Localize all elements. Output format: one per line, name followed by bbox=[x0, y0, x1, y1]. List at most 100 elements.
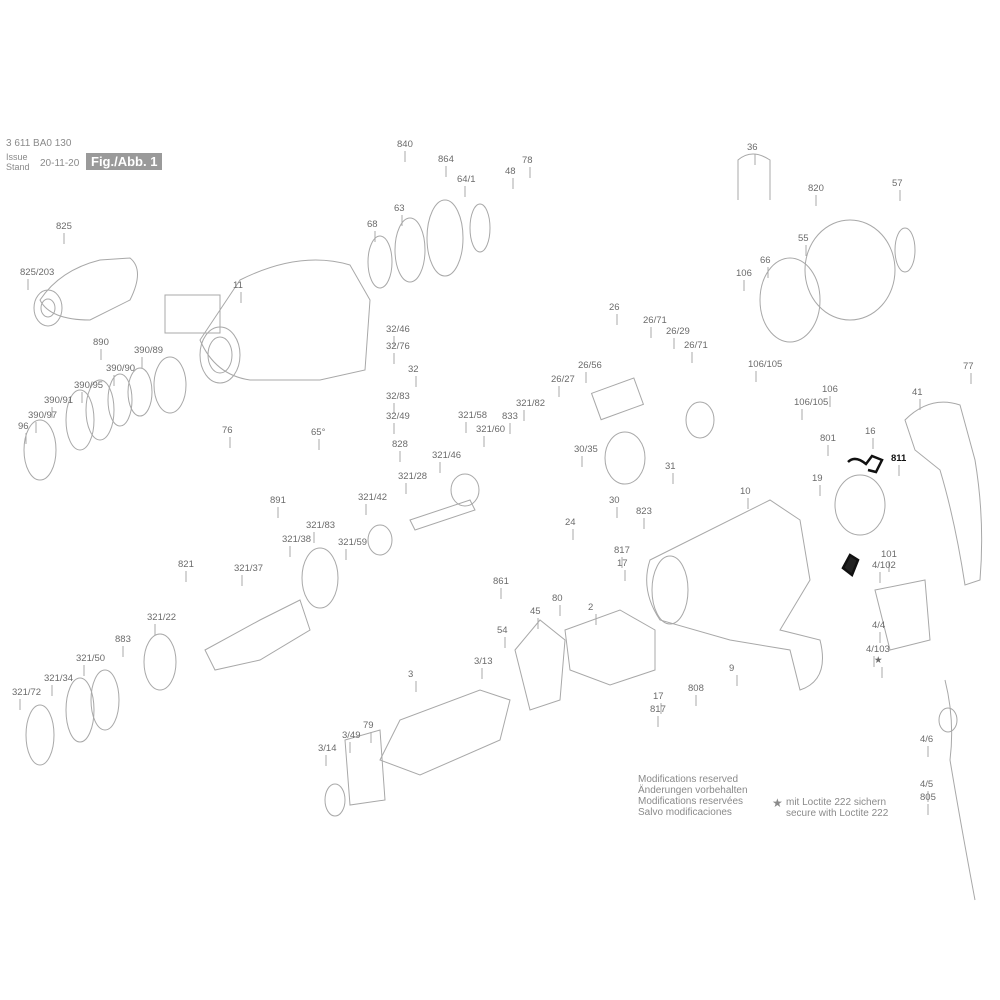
part-label: 321/34 bbox=[44, 673, 74, 684]
part-label: 321/82 bbox=[516, 398, 546, 409]
part-label: 321/42 bbox=[358, 492, 388, 503]
part-label: 4/102 bbox=[872, 560, 896, 571]
part-label: 41 bbox=[912, 387, 923, 398]
issue-label: Issue Stand bbox=[6, 152, 30, 172]
part-label: 828 bbox=[392, 439, 408, 450]
part-label: 890 bbox=[93, 337, 109, 348]
part-label: 321/59 bbox=[338, 537, 368, 548]
part-label: 4/103 bbox=[866, 644, 890, 655]
part-label: 321/60 bbox=[476, 424, 506, 435]
part-label: 63 bbox=[394, 203, 405, 214]
part-label: 390/97 bbox=[28, 410, 58, 421]
part-label: 32/83 bbox=[386, 391, 410, 402]
part-label: 101 bbox=[881, 549, 897, 560]
handle bbox=[904, 401, 983, 901]
part-label: 3/14 bbox=[318, 743, 337, 754]
ring-set bbox=[23, 199, 491, 481]
gear-housing bbox=[153, 259, 371, 414]
part-label: 808 bbox=[688, 683, 704, 694]
part-label: 823 bbox=[636, 506, 652, 517]
part-label: 4/6 bbox=[920, 734, 934, 745]
part-label: 77 bbox=[963, 361, 974, 372]
part-label: 76 bbox=[222, 425, 233, 436]
part-label: 26 bbox=[609, 302, 620, 313]
part-label: 833 bbox=[502, 411, 518, 422]
part-label: 825 bbox=[56, 221, 72, 232]
loctite-line: mit Loctite 222 sichern bbox=[786, 797, 887, 808]
part-label: 30/35 bbox=[574, 444, 598, 455]
part-label: 48 bbox=[505, 166, 516, 177]
part-label: 55 bbox=[798, 233, 809, 244]
part-label: 840 bbox=[397, 139, 413, 150]
mod-line: Salvo modificaciones bbox=[638, 807, 732, 818]
part-label: 10 bbox=[740, 486, 751, 497]
part-label: 390/95 bbox=[74, 380, 104, 391]
highlighted-part-811 bbox=[841, 454, 884, 578]
part-label: 26/27 bbox=[551, 374, 575, 385]
part-label: 390/89 bbox=[134, 345, 164, 356]
mod-line: Modifications reservées bbox=[638, 796, 744, 807]
chuck-assembly bbox=[33, 257, 138, 327]
document-number: 3 611 BA0 130 bbox=[6, 138, 72, 149]
part-label: 26/29 bbox=[666, 326, 690, 337]
mod-line: Modifications reserved bbox=[638, 774, 739, 785]
part-label: 17 bbox=[617, 558, 628, 569]
part-label: 321/28 bbox=[398, 471, 428, 482]
part-label: 32 bbox=[408, 364, 419, 375]
part-label: 45 bbox=[530, 606, 541, 617]
part-label: 321/83 bbox=[306, 520, 336, 531]
part-label: 4/5 bbox=[920, 779, 934, 790]
part-label: 321/58 bbox=[458, 410, 488, 421]
gearbox-parts bbox=[25, 153, 931, 766]
figure-label: Fig./Abb. 1 bbox=[86, 153, 163, 170]
part-label: 31 bbox=[665, 461, 676, 472]
motor-housing bbox=[646, 499, 823, 691]
part-label: 32/49 bbox=[386, 411, 410, 422]
part-label: 321/37 bbox=[234, 563, 264, 574]
part-label: 36 bbox=[747, 142, 758, 153]
part-label: 16 bbox=[865, 426, 876, 437]
part-label: 821 bbox=[178, 559, 194, 570]
star-icon: ★ bbox=[772, 796, 783, 810]
part-label: 66 bbox=[760, 255, 771, 266]
part-label: 106 bbox=[736, 268, 752, 279]
part-label: 26/71 bbox=[643, 315, 667, 326]
issue-date: 20-11-20 bbox=[40, 158, 80, 169]
part-label: 864 bbox=[438, 154, 454, 165]
part-label: 17 bbox=[653, 691, 664, 702]
part-label: 68 bbox=[367, 219, 378, 230]
part-label: 9 bbox=[729, 663, 735, 674]
part-label: 26/71 bbox=[684, 340, 708, 351]
mod-line: Änderungen vorbehalten bbox=[638, 785, 748, 796]
part-label: 321/46 bbox=[432, 450, 462, 461]
part-label: 2 bbox=[588, 602, 594, 613]
part-label: 4/4 bbox=[872, 620, 886, 631]
part-label: 106/105 bbox=[794, 397, 829, 408]
part-label: 80 bbox=[552, 593, 563, 604]
part-label: 96 bbox=[18, 421, 29, 432]
part-label: 32/76 bbox=[386, 341, 410, 352]
part-label: 321/50 bbox=[76, 653, 106, 664]
part-label: 883 bbox=[115, 634, 131, 645]
part-label: 321/22 bbox=[147, 612, 177, 623]
part-label: 78 bbox=[522, 155, 533, 166]
part-label: 57 bbox=[892, 178, 903, 189]
issue-label-de: Stand bbox=[6, 162, 30, 172]
part-label: 321/38 bbox=[282, 534, 312, 545]
part-label: ★ bbox=[874, 655, 883, 666]
leader-lines bbox=[19, 151, 972, 815]
part-label: 861 bbox=[493, 576, 509, 587]
modifications-note: Modifications reserved Änderungen vorbeh… bbox=[638, 774, 748, 818]
part-label: 820 bbox=[808, 183, 824, 194]
part-label: 805 bbox=[920, 792, 936, 803]
part-label: 3 bbox=[408, 669, 414, 680]
part-label: 30 bbox=[609, 495, 620, 506]
part-label: 54 bbox=[497, 625, 508, 636]
stator bbox=[514, 609, 656, 711]
loctite-note: mit Loctite 222 sichern secure with Loct… bbox=[786, 797, 888, 819]
part-label: 321/72 bbox=[12, 687, 42, 698]
part-label: 817 bbox=[650, 704, 666, 715]
part-label: 811 bbox=[891, 453, 907, 464]
part-label: 65° bbox=[311, 427, 326, 438]
